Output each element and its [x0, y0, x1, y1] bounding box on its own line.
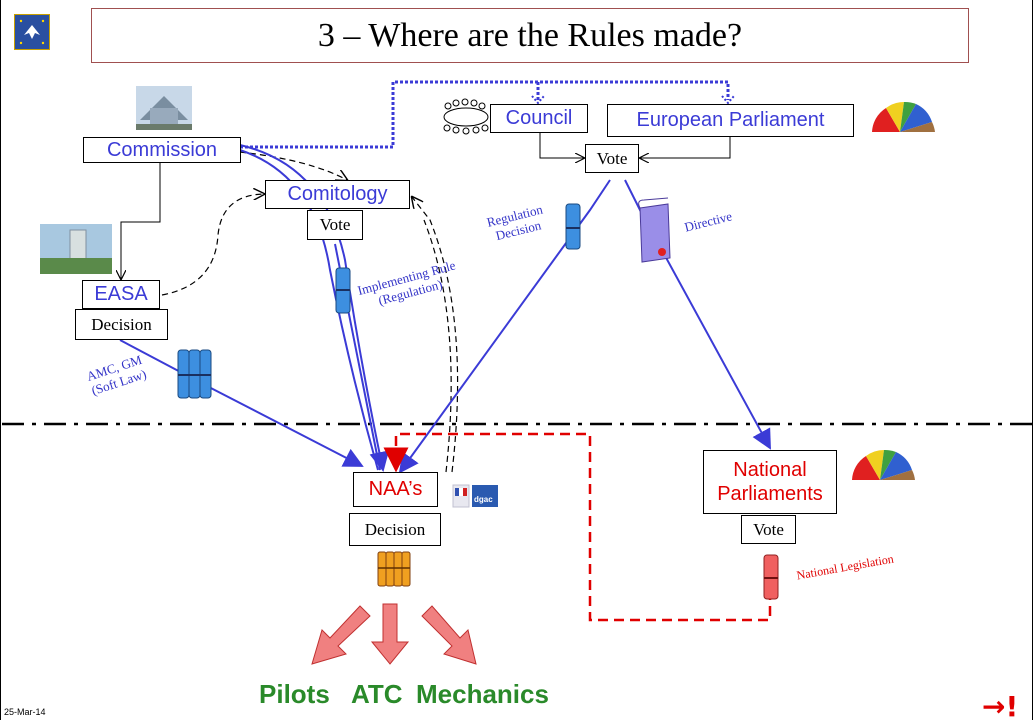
national-parliaments-label-line2: Parliaments — [717, 483, 823, 505]
audience-pilots: Pilots — [259, 679, 330, 709]
eu-vote-box: Vote — [585, 144, 639, 173]
naa-books-icon — [377, 551, 411, 587]
dgac-logo-icon — [452, 484, 498, 508]
commission-label: Commission — [106, 138, 218, 161]
european-parliament-label: European Parliament — [636, 109, 825, 131]
arrow-to-mechanics — [421, 605, 477, 665]
national-vote-label: Vote — [753, 519, 784, 539]
council-box: Council — [490, 104, 588, 133]
naa-label: NAA’s — [368, 478, 423, 500]
arrow-to-atc — [370, 603, 410, 665]
national-legislation-flow — [383, 432, 772, 622]
amc-books-icon — [177, 349, 212, 399]
implementing-rule-book-icon — [335, 267, 351, 314]
comitology-label: Comitology — [287, 183, 388, 205]
comitology-vote-box: Vote — [307, 210, 363, 240]
eu-vote-label: Vote — [596, 148, 628, 168]
national-parliaments-label-line1: National — [733, 459, 807, 481]
dgac-logo-text: dgac — [474, 495, 493, 504]
naa-decision-box: Decision — [349, 513, 441, 546]
naa-box: NAA’s — [353, 472, 438, 507]
commission-to-easa-link — [121, 163, 161, 279]
council-label: Council — [505, 107, 573, 129]
regulation-flow — [398, 179, 611, 474]
audience-mechanics: Mechanics — [416, 679, 549, 709]
commission-box: Commission — [83, 137, 241, 163]
easa-decision-label: Decision — [91, 314, 152, 334]
naa-decision-label: Decision — [364, 519, 426, 539]
eu-logo-icon — [14, 14, 50, 50]
audience-arrows — [311, 603, 477, 665]
easa-label: EASA — [94, 283, 148, 305]
next-slide-indicator[interactable]: →! — [982, 690, 1019, 723]
easa-box: EASA — [82, 280, 160, 309]
implementing-rule-flow — [239, 144, 390, 472]
national-vote-box: Vote — [741, 515, 796, 544]
comitology-box: Comitology — [265, 180, 410, 209]
commission-building-icon — [136, 86, 192, 130]
page-title: 3 – Where are the Rules made? — [91, 8, 969, 63]
footer-date: 25-Mar-14 — [4, 707, 46, 717]
directive-scroll-icon — [638, 197, 671, 263]
commission-to-council-link — [240, 80, 730, 149]
amc-flow — [119, 339, 364, 467]
national-parliament-hemicycle-icon — [852, 449, 915, 480]
regulation-book-icon — [565, 203, 581, 250]
european-parliament-box: European Parliament — [607, 104, 854, 137]
easa-building-icon — [40, 224, 112, 274]
national-parliaments-box: National Parliaments — [703, 450, 837, 514]
arrow-to-pilots — [311, 605, 371, 665]
audience-atc: ATC — [351, 679, 403, 709]
national-legislation-book-icon — [763, 554, 779, 600]
parliament-hemicycle-icon — [872, 101, 935, 132]
easa-decision-box: Decision — [75, 309, 168, 340]
council-people-icon — [443, 98, 489, 135]
comitology-vote-label: Vote — [319, 215, 351, 234]
